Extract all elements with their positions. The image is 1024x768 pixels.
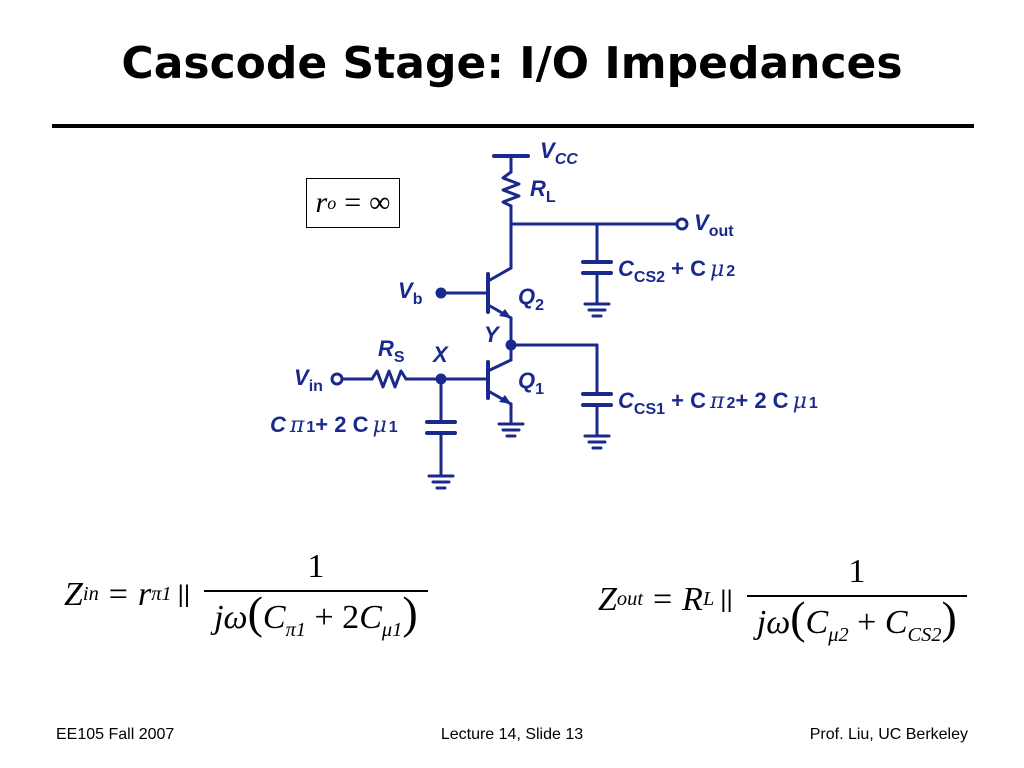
footer-course: EE105 Fall 2007 [56,726,175,743]
zout-numerator: 1 [848,553,866,590]
ro-eq: = [344,186,362,219]
zin-lhs-sub: in [82,583,99,606]
q2-collector [488,266,513,282]
footer-author: Prof. Liu, UC Berkeley [809,726,968,743]
q2-label: Q2 [518,284,544,314]
vb-label: Vb [398,278,423,308]
ro-value: ∞ [369,186,391,219]
rs-resistor [370,369,408,389]
zin-denominator: jω(Cπ1 + 2Cμ1) [204,590,428,642]
zout-r: R [682,580,703,618]
q1-collector [488,358,513,372]
zin-r-sub: π1 [151,583,172,606]
zout-r-sub: L [702,588,715,611]
zout-lhs-sub: out [616,588,643,611]
zout-denominator: jω(Cμ2 + CCS2) [746,595,967,647]
q1-label: Q1 [518,368,544,398]
ro-sub: o [327,192,337,213]
zin-lhs: Z [64,575,83,613]
slide-title: Cascode Stage: I/O Impedances [121,38,903,89]
zout-lhs: Z [598,580,617,618]
zout-eq-sign: = [652,580,673,618]
zout-parallel: || [720,585,733,613]
zin-eq-sign: = [108,575,128,613]
ro-var: r [315,186,328,219]
zout-fraction: 1 jω(Cμ2 + CCS2) [746,553,967,647]
title-underline [52,124,974,128]
x-label: X [431,342,449,367]
vout-label: Vout [694,210,734,240]
zin-r: r [137,575,152,613]
rl-resistor [501,170,521,208]
zin-numerator: 1 [307,548,325,585]
zin-fraction: 1 jω(Cπ1 + 2Cμ1) [204,548,428,642]
q1-emitter-arrow [499,395,511,404]
footer-slide-number: Lecture 14, Slide 13 [440,726,584,743]
rl-label: RL [530,176,556,206]
y-label: Y [484,322,501,347]
vout-terminal [675,217,689,231]
zin-parallel: || [177,580,191,608]
vin-label: Vin [294,365,323,395]
q2-emitter-arrow [499,309,511,318]
vcc-label: VCC [540,138,578,168]
rs-label: RS [378,336,405,366]
